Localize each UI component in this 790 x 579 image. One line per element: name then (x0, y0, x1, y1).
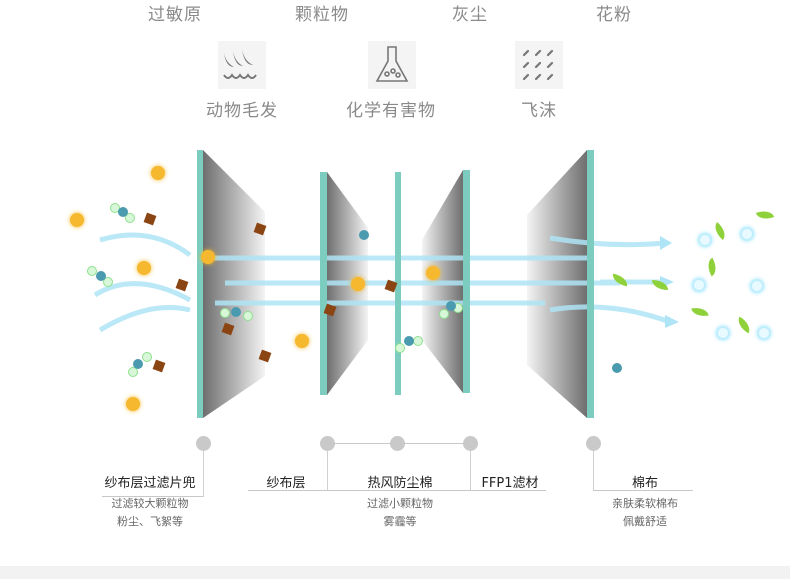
label-droplets: 飞沫 (521, 101, 557, 121)
layer3-desc2: 雾霾等 (383, 515, 417, 528)
blue-particle (612, 363, 622, 373)
label-chemicals: 化学有害物 (346, 101, 436, 121)
filter-layer-5 (587, 150, 594, 418)
layer4-title: FFP1滤材 (481, 476, 539, 491)
clean-air-bubble (716, 326, 730, 340)
layer1-desc2: 粉尘、飞絮等 (117, 515, 183, 528)
pollen-particle (126, 397, 140, 411)
marker-dot-1 (196, 436, 211, 451)
green-particle (220, 308, 230, 318)
layer3-title: 热风防尘棉 (367, 476, 433, 491)
clean-air-bubble (750, 279, 764, 293)
pollen-particle (426, 266, 440, 280)
label-dust: 灰尘 (452, 5, 488, 25)
pollen-particle (351, 277, 365, 291)
pollen-particle (295, 334, 309, 348)
pollen-particle (137, 261, 151, 275)
animal-hair-icon (218, 41, 266, 89)
green-particle (128, 367, 138, 377)
green-particle (395, 343, 405, 353)
clean-air-bubble (692, 278, 706, 292)
green-particle (142, 352, 152, 362)
filter-layer-4 (463, 170, 470, 393)
airflow-arrows (93, 232, 671, 333)
green-particle (439, 309, 449, 319)
layer1-desc1: 过滤较大颗粒物 (111, 497, 189, 510)
label-allergen: 过敏原 (148, 5, 202, 25)
green-particle (243, 311, 253, 321)
divider (248, 490, 546, 491)
pollen-particle (70, 213, 84, 227)
footer-band (0, 566, 790, 579)
green-particle (413, 336, 423, 346)
filter-layer-1 (197, 150, 203, 418)
divider (593, 490, 693, 491)
clean-air-bubble (740, 227, 754, 241)
divider (593, 451, 594, 491)
clean-air-bubble (698, 233, 712, 247)
droplets-icon (515, 41, 563, 89)
blue-particle (133, 359, 143, 369)
filter-layers-graphic (93, 150, 679, 418)
layer1-title: 纱布层过滤片兜 (104, 476, 196, 491)
green-particle (103, 277, 113, 287)
pollen-particle (201, 250, 215, 264)
divider (102, 496, 203, 497)
label-particulates: 颗粒物 (295, 5, 349, 25)
divider (203, 451, 204, 497)
label-animal-hair: 动物毛发 (206, 101, 278, 121)
marker-dot-5 (586, 436, 601, 451)
pollen-particle (151, 166, 165, 180)
clean-air-bubble (757, 326, 771, 340)
divider (327, 451, 328, 491)
blue-particle (231, 307, 241, 317)
layer2-title: 纱布层 (266, 476, 306, 491)
blue-particle (96, 271, 106, 281)
filter-layer-2 (320, 172, 327, 395)
label-pollen: 花粉 (596, 5, 632, 25)
green-particle (125, 213, 135, 223)
blue-particle (446, 301, 456, 311)
connector-line (327, 443, 470, 444)
blue-particle (404, 336, 414, 346)
layer5-title: 棉布 (631, 476, 658, 491)
layer5-desc2: 佩戴舒适 (623, 515, 667, 528)
blue-particle (359, 230, 369, 240)
green-particle (87, 266, 97, 276)
flask-icon (368, 41, 416, 89)
leaf-icon (652, 280, 668, 290)
layer3-desc1: 过滤小颗粒物 (367, 497, 433, 510)
filter-layer-3 (395, 172, 401, 395)
blue-particle (118, 207, 128, 217)
layer5-desc1: 亲肤柔软棉布 (612, 497, 678, 510)
marker-dot-4 (463, 436, 478, 451)
divider (470, 451, 471, 491)
